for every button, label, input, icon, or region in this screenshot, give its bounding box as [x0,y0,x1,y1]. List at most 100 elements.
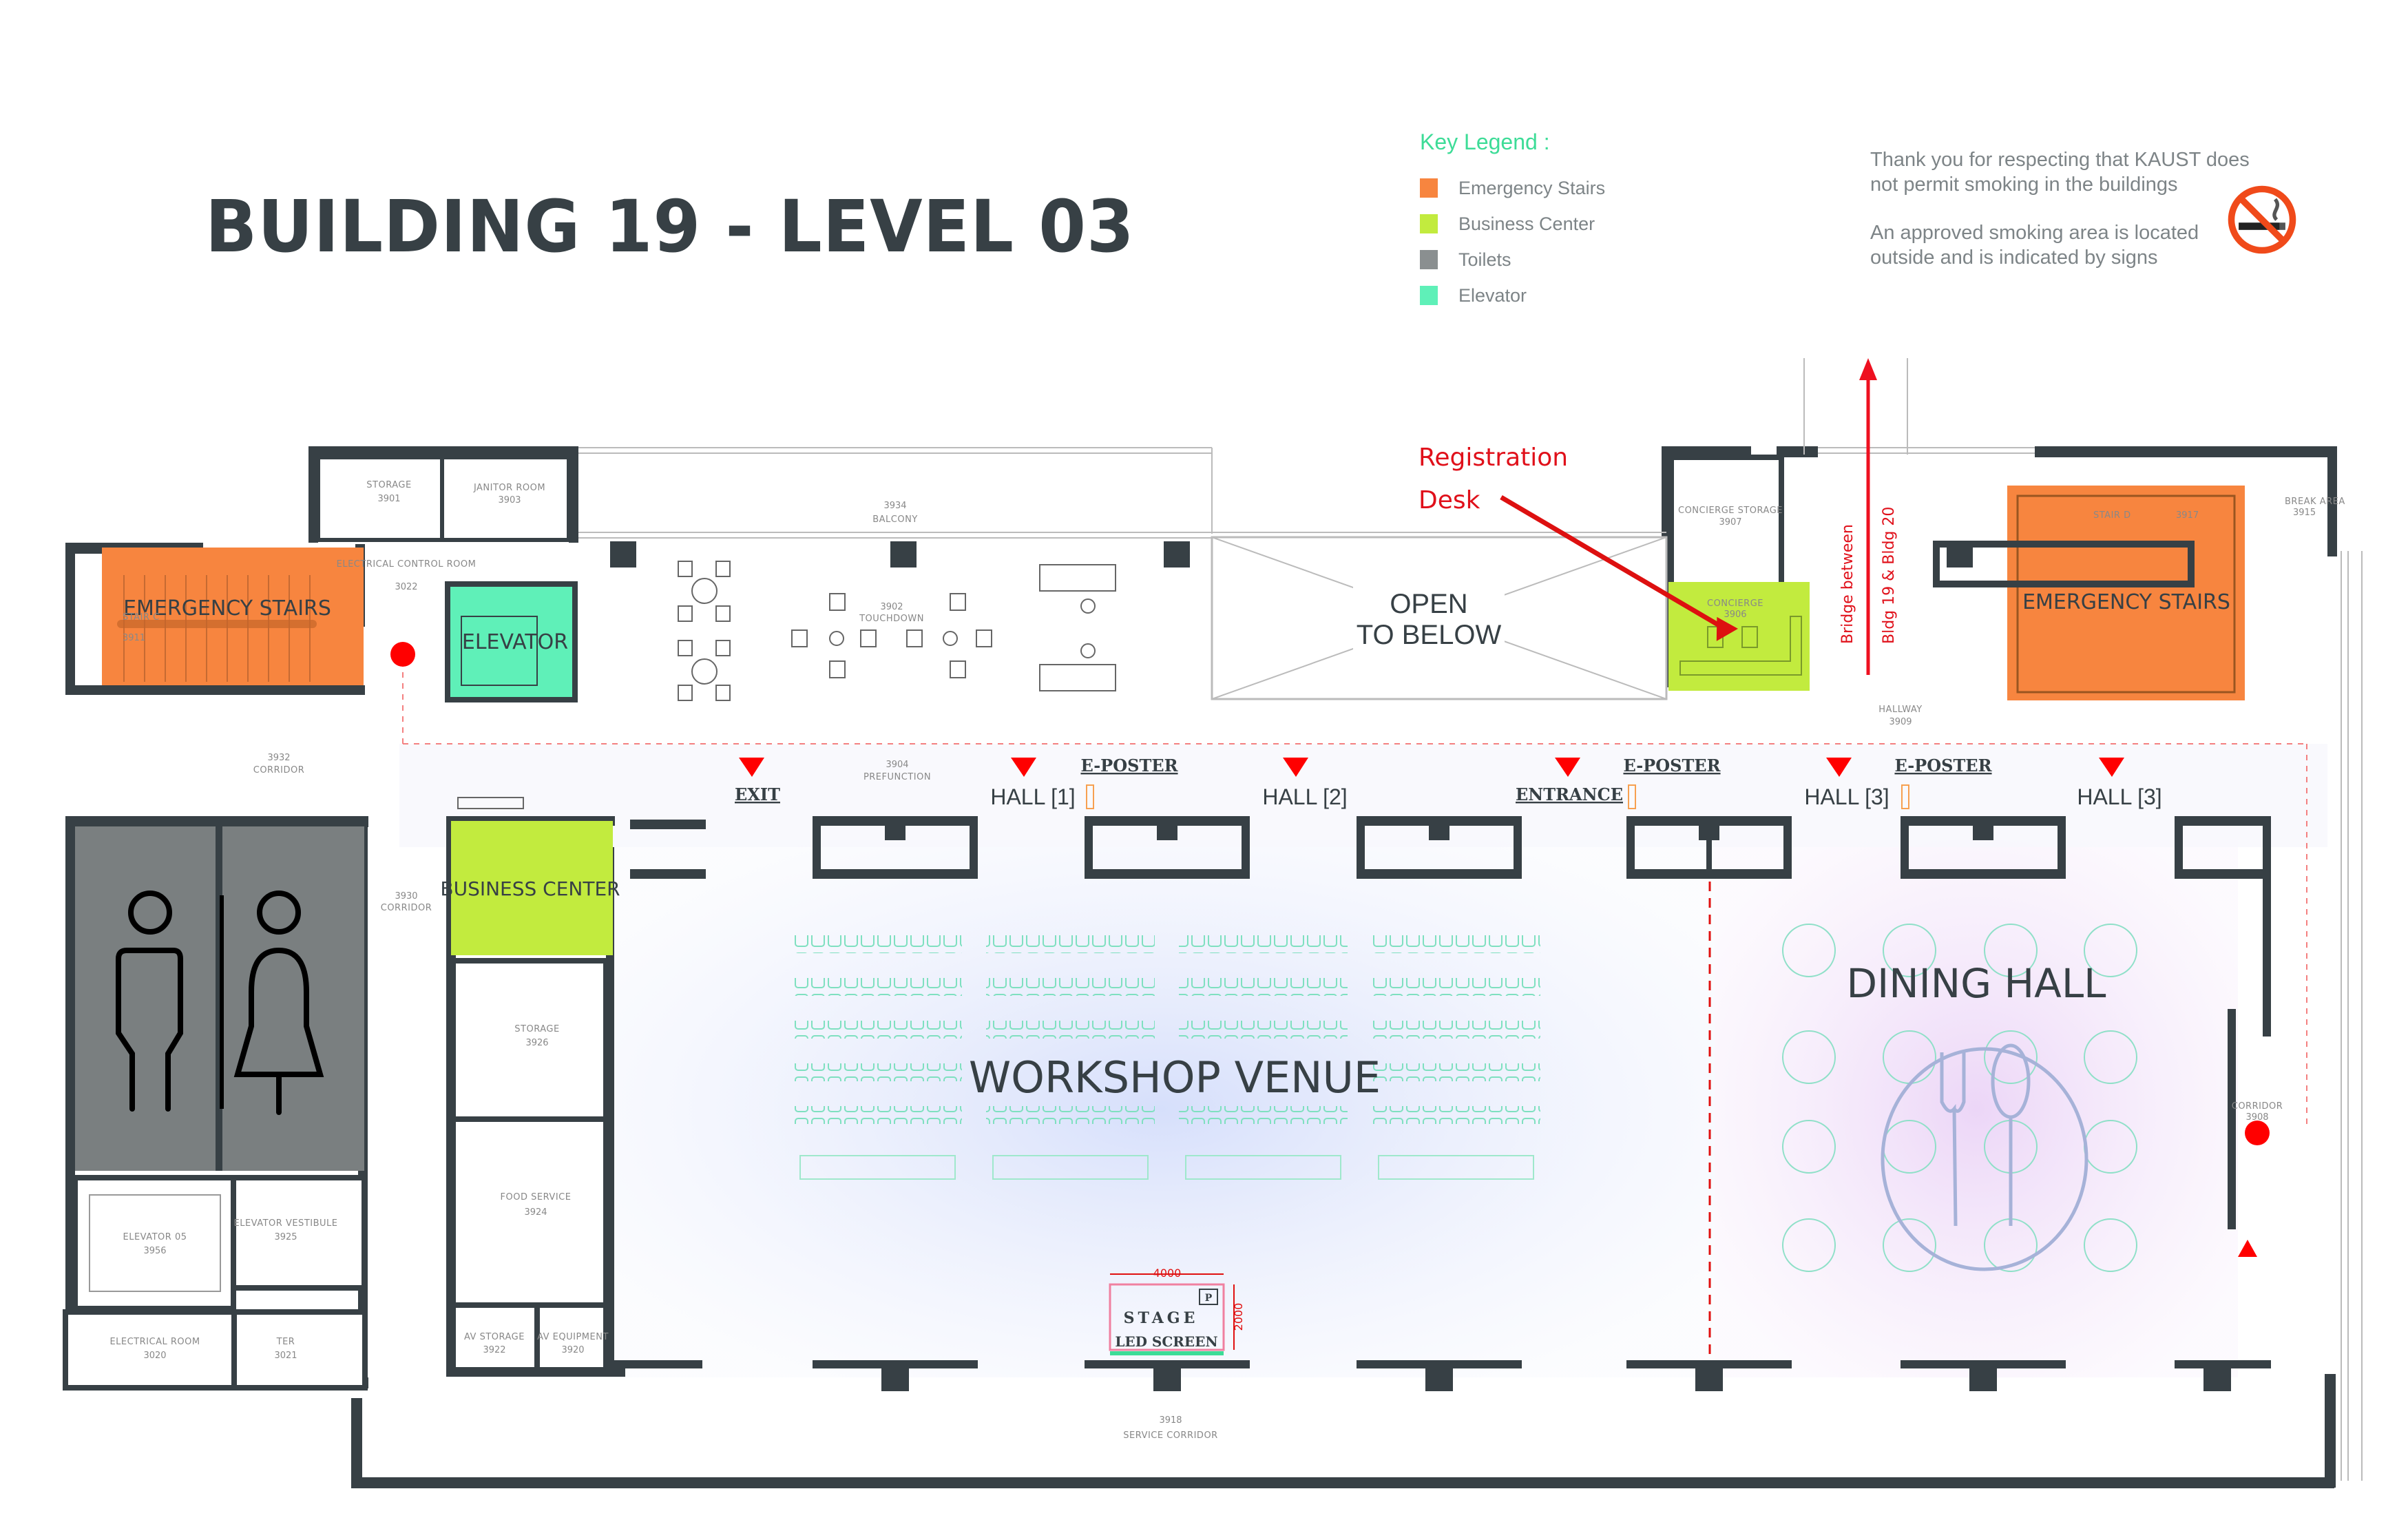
podium-badge: P [1205,1293,1213,1304]
stage-depth-dimension: 2000 [1232,1303,1245,1331]
dining-tables [1782,924,2137,1272]
room-number: 3930 [395,891,417,902]
room-name: TOUCHDOWN [859,614,924,624]
room-name: ELEVATOR 05 [123,1232,187,1242]
registration-arrow [1500,494,1723,629]
room-number: 3932 [267,753,290,763]
legend-label: Toilets [1458,249,1511,270]
marker-entrance [1555,758,1580,777]
legend-label: Business Center [1458,213,1595,234]
room-number: 3920 [561,1345,584,1355]
key-legend: Key Legend : Emergency Stairs Business C… [1420,129,1605,313]
legend-label: Elevator [1458,284,1527,306]
room-number: 3926 [525,1038,548,1048]
entrance-sign[interactable]: ENTRANCE [1516,784,1623,804]
room-name: TER [276,1337,295,1347]
bridge-label: Bldg 19 & Bldg 20 [1881,507,1898,644]
room-name: STORAGE [514,1024,559,1034]
hall-3-sign[interactable]: HALL [3] [1804,784,1889,809]
room-number: 3907 [1719,517,1741,528]
electrical-room: ELECTRICAL ROOM 3020 [63,1309,237,1391]
room-name: ELECTRICAL ROOM [109,1337,200,1347]
business-center-label: BUSINESS CENTER [440,877,620,900]
room-name: ELECTRICAL CONTROL ROOM [337,559,477,570]
room-name: SERVICE CORRIDOR [1123,1430,1217,1441]
legend-item-business-center: Business Center [1420,206,1605,242]
business-center-zone [451,821,613,955]
room-name: STORAGE [366,480,411,490]
stair-core [1933,541,2195,587]
marker-exit [739,758,764,777]
hall-partitions-top [630,816,2271,1037]
workshop-venue-label: WORKSHOP VENUE [969,1052,1381,1103]
elevator-zone [448,584,575,700]
room-number: 3915 [2293,508,2316,518]
room-number: 3901 [377,494,400,504]
room-number: 3918 [1159,1415,1182,1426]
workshop-seating [793,935,1540,1180]
room-name: BREAK AREA [2285,497,2345,507]
room-number: 3934 [883,501,906,511]
hall-1-sign[interactable]: HALL [1] [990,784,1075,809]
women-toilet-icon [233,891,324,1115]
concierge-storage-room [1668,455,1784,587]
marker-hall2 [1283,758,1308,777]
room-number: 3908 [2245,1112,2268,1123]
dining-area [1715,840,2238,1377]
open-to-below: OPEN TO BELOW [1211,536,1668,700]
exit-sign[interactable]: EXIT [735,784,780,804]
open-below-label: OPEN [1390,589,1467,619]
smoking-notice: Thank you for respecting that KAUST does… [1870,147,2256,293]
balcony-railing [578,358,2363,1481]
legend-item-toilets: Toilets [1420,242,1605,278]
swatch-icon [1420,178,1438,198]
room-number: 3022 [395,582,417,592]
room-number: 3906 [1724,610,1746,620]
eposter-sign: E-POSTER [1623,756,1721,775]
room-number: 3956 [143,1246,166,1256]
room-name: AV EQUIPMENT [537,1332,609,1342]
emergency-stairs-left [102,548,364,685]
ter-room: TER 3021 [231,1309,368,1391]
marker-hall1 [1011,758,1036,777]
registration-desk-label: Registration [1418,444,1568,472]
emergency-stairs-right-label: EMERGENCY STAIRS [2022,590,2230,614]
emergency-stairs-left-label: EMERGENCY STAIRS [123,596,331,621]
escape-route [402,661,2307,1129]
emergency-stairs-right [2007,486,2245,700]
led-screen [1110,1351,1224,1355]
registration-arrow-head [1716,616,1738,641]
stage-label: STAGE [1124,1309,1199,1327]
room-number: 3021 [274,1351,297,1361]
exit-arrow-icon [2238,1240,2257,1257]
eposter-sign: E-POSTER [1894,756,1992,775]
room-name: FOOD SERVICE [501,1192,572,1202]
bridge-arrow-head [1859,358,1877,380]
room-name: STAIR D [2093,510,2131,521]
stairs-treads [123,575,311,682]
entry-markers [739,758,2124,777]
workshop-area [606,840,1715,1377]
room-number: 3902 [880,602,903,612]
legend-heading: Key Legend : [1420,129,1550,154]
swatch-icon [1420,214,1438,233]
elevator-label: ELEVATOR [462,630,568,654]
hall-2-sign[interactable]: HALL [2] [1262,784,1347,809]
bridge-label: Bridge between [1839,524,1856,644]
led-screen-label: LED SCREEN [1115,1333,1217,1350]
room-name: ELEVATOR VESTIBULE [234,1218,338,1229]
room-name: CONCIERGE STORAGE [1678,506,1783,516]
marker-hall3a [1826,758,1852,777]
room-number: 3925 [274,1232,297,1242]
room-number: 3909 [1889,717,1912,727]
notice-line-1: Thank you for respecting that KAUST does… [1870,149,2250,196]
concierge-registration-desk[interactable] [1668,582,1810,691]
room-name: CORRIDOR [381,903,432,913]
room-number: 3922 [483,1345,505,1355]
room-number: 3911 [123,633,145,643]
cutlery-plate-icon [1881,1043,2088,1271]
hall-3-sign-east[interactable]: HALL [3] [2077,784,2161,809]
assembly-point-marker [2245,1121,2270,1145]
legend-item-emergency-stairs: Emergency Stairs [1420,170,1605,206]
stage-width-dimension: 4000 [1153,1267,1182,1280]
